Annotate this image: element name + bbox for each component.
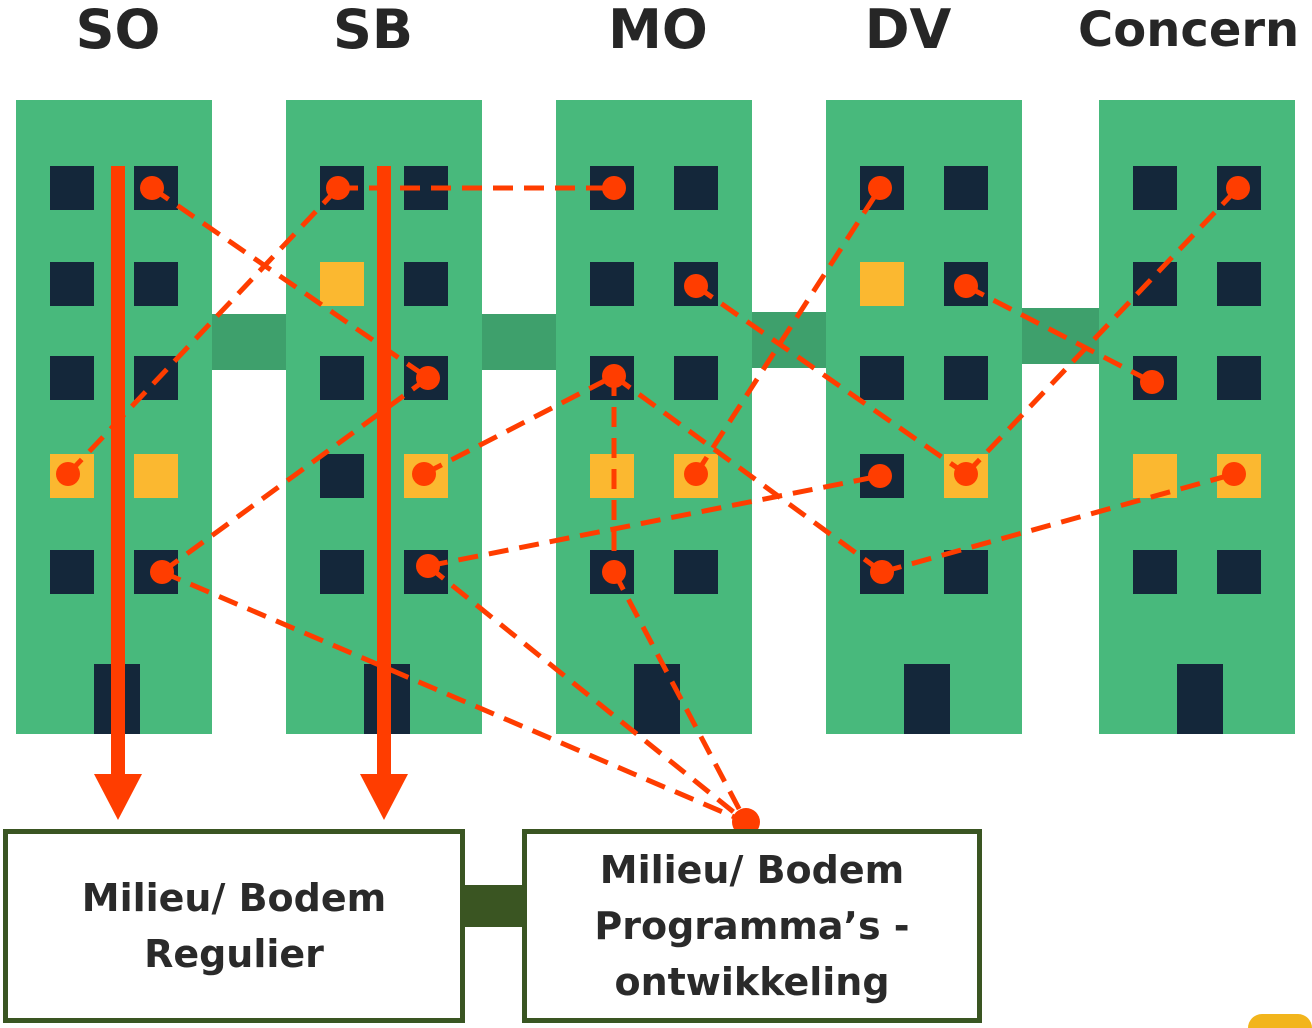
link-node-6 [150,560,174,584]
window-so-3-1 [50,356,94,400]
window-dv-3-1 [860,356,904,400]
window-concern-2-1 [1133,262,1177,306]
label-sb: SB [332,0,414,61]
window-mo-1-2 [674,166,718,210]
window-dv-5-2 [944,550,988,594]
box-milieu-bodem-programmas: Milieu/ Bodem Programma’s - ontwikkeling [522,829,982,1023]
window-mo-2-1 [590,262,634,306]
window-concern-1-1 [1133,166,1177,210]
dashed-link-4 [160,375,430,575]
window-mo-3-2 [674,356,718,400]
box-regulier-line2: Regulier [144,932,324,976]
dashed-link-13 [694,283,968,477]
box-connector [465,885,522,927]
window-so-2-1 [50,262,94,306]
dashed-link-16 [964,283,1154,385]
link-node-1 [140,176,164,200]
link-node-3 [326,176,350,200]
arrow-so-to-regulier-shaft [111,166,125,776]
link-node-8 [602,364,626,388]
box-regulier-line1: Milieu/ Bodem [81,876,387,920]
window-concern-2-2 [1217,262,1261,306]
link-node-5 [416,366,440,390]
dashed-link-10 [426,564,748,824]
link-node-16 [1226,176,1250,200]
bridge-3 [740,312,840,368]
window-dv-1-2 [944,166,988,210]
label-dv: DV [864,0,952,61]
link-node-17 [684,462,708,486]
arrow-so-to-regulier-head [94,774,142,820]
window-concern-3-2 [1217,356,1261,400]
arrow-sb-to-regulier-shaft [377,166,391,776]
door-concern [1177,664,1223,734]
building-mo [556,100,752,734]
dashed-link-11 [161,569,747,825]
window-dv-3-2 [944,356,988,400]
arrow-sb-to-regulier-head [360,774,408,820]
link-node-12 [416,554,440,578]
dashed-link-14 [964,186,1240,476]
window-concern-5-2 [1217,550,1261,594]
window-sb-2-2 [404,262,448,306]
dashed-link-12 [427,473,881,569]
link-node-14 [684,274,708,298]
label-so: SO [75,0,161,61]
box-programmas-line1: Milieu/ Bodem [599,848,905,892]
box-programmas-line2: Programma’s - [594,904,910,948]
link-node-10 [870,560,894,584]
bridge-2 [470,314,570,370]
link-node-13 [868,464,892,488]
link-node-15 [954,462,978,486]
bridge-1 [200,314,300,370]
window-mo-5-2 [674,550,718,594]
window-concern-5-1 [1133,550,1177,594]
link-node-9 [602,560,626,584]
label-concern: Concern [1078,2,1300,58]
door-dv [904,664,950,734]
link-node-11 [1222,462,1246,486]
door-mo [634,664,680,734]
link-node-7 [412,462,436,486]
arrows [94,166,408,820]
link-node-20 [1140,370,1164,394]
dashed-link-6 [612,373,884,575]
window-sb-5-1 [320,550,364,594]
building-concern [1099,100,1295,734]
dashed-link-9 [611,570,749,824]
window-dv-2-1 [860,262,904,306]
link-node-18 [868,176,892,200]
link-node-2 [56,462,80,486]
dashed-link-15 [693,186,883,476]
bridges [200,308,1110,370]
link-node-19 [954,274,978,298]
window-so-2-2 [134,262,178,306]
dashed-link-5 [422,373,616,477]
box-milieu-bodem-regulier: Milieu/ Bodem Regulier [3,829,465,1023]
window-sb-2-1 [320,262,364,306]
label-mo: MO [608,0,708,61]
building-dv [826,100,1022,734]
window-concern-4-1 [1133,454,1177,498]
corner-logo-fragment [1248,1014,1312,1028]
buildings [16,100,1295,734]
window-sb-4-1 [320,454,364,498]
window-so-1-1 [50,166,94,210]
window-so-5-1 [50,550,94,594]
link-node-4 [602,176,626,200]
window-so-4-2 [134,454,178,498]
window-sb-3-1 [320,356,364,400]
box-programmas-line3: ontwikkeling [614,960,890,1004]
